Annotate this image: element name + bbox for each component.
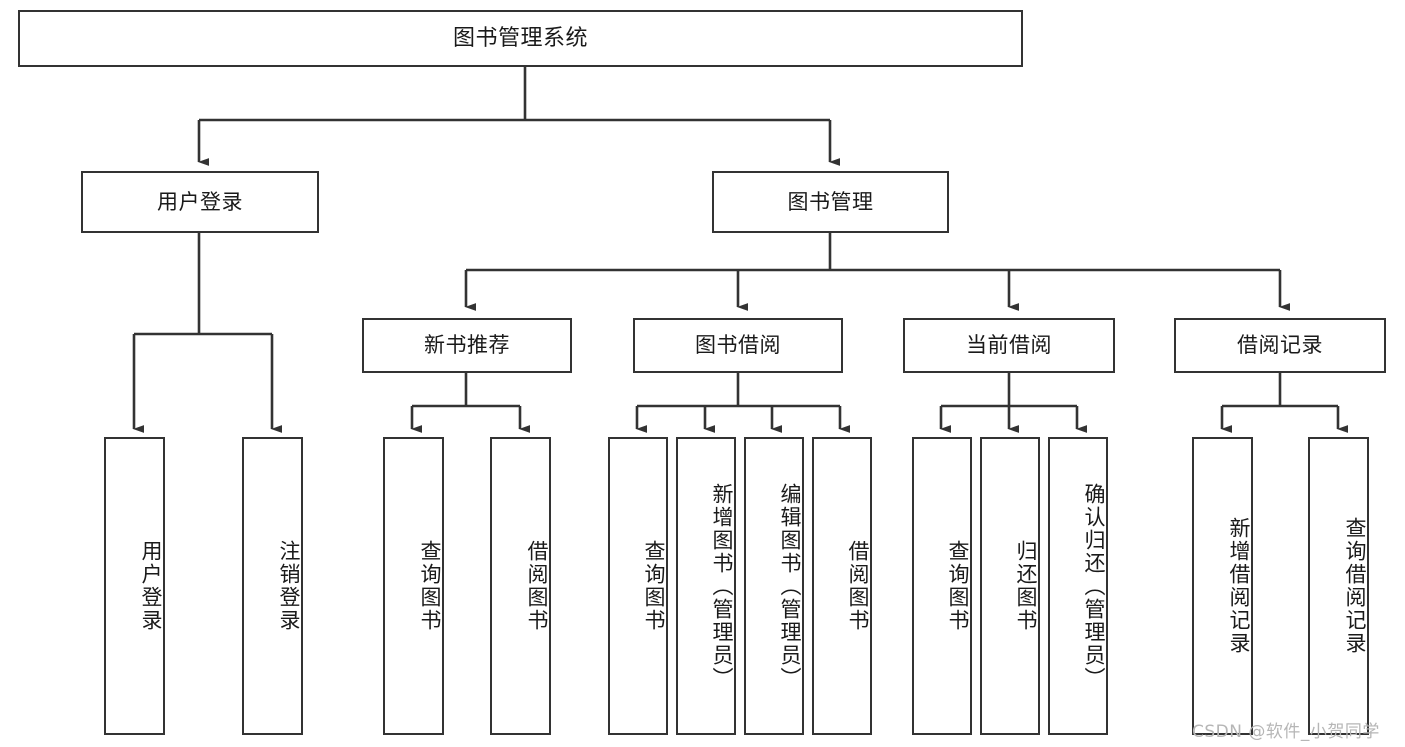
- leaf-confirm-return[interactable]: 确认归还（管理员）: [1048, 437, 1108, 735]
- leaf-query-record[interactable]: 查询借阅记录: [1308, 437, 1369, 735]
- leaf-add-book-label: 新增图书（管理员）: [710, 482, 734, 690]
- leaf-query-book-3[interactable]: 查询图书: [912, 437, 972, 735]
- node-borrow-record-label: 借阅记录: [1237, 333, 1323, 358]
- leaf-confirm-return-label: 确认归还（管理员）: [1082, 482, 1106, 690]
- node-user-login[interactable]: 用户登录: [81, 171, 319, 233]
- leaf-add-record[interactable]: 新增借阅记录: [1192, 437, 1253, 735]
- leaf-borrow-book-1-label: 借阅图书: [525, 540, 549, 632]
- node-borrow-record[interactable]: 借阅记录: [1174, 318, 1386, 373]
- leaf-return-book[interactable]: 归还图书: [980, 437, 1040, 735]
- leaf-query-record-label: 查询借阅记录: [1343, 517, 1367, 655]
- leaf-edit-book[interactable]: 编辑图书（管理员）: [744, 437, 804, 735]
- leaf-logout[interactable]: 注销登录: [242, 437, 303, 735]
- node-user-login-label: 用户登录: [157, 189, 243, 214]
- leaf-edit-book-label: 编辑图书（管理员）: [778, 482, 802, 690]
- node-book-borrow[interactable]: 图书借阅: [633, 318, 843, 373]
- leaf-logout-label: 注销登录: [277, 540, 301, 632]
- node-current-borrow-label: 当前借阅: [966, 333, 1052, 358]
- leaf-query-book-3-label: 查询图书: [946, 540, 970, 632]
- leaf-user-login[interactable]: 用户登录: [104, 437, 165, 735]
- leaf-query-book-2[interactable]: 查询图书: [608, 437, 668, 735]
- node-root[interactable]: 图书管理系统: [18, 10, 1023, 67]
- leaf-add-record-label: 新增借阅记录: [1227, 517, 1251, 655]
- node-root-label: 图书管理系统: [452, 25, 588, 51]
- node-current-borrow[interactable]: 当前借阅: [903, 318, 1115, 373]
- node-book-manage-label: 图书管理: [787, 189, 874, 214]
- leaf-add-book[interactable]: 新增图书（管理员）: [676, 437, 736, 735]
- leaf-user-login-label: 用户登录: [139, 540, 163, 632]
- node-book-borrow-label: 图书借阅: [695, 333, 781, 358]
- node-new-book-rec[interactable]: 新书推荐: [362, 318, 572, 373]
- leaf-borrow-book-2[interactable]: 借阅图书: [812, 437, 872, 735]
- leaf-query-book-2-label: 查询图书: [642, 540, 666, 632]
- leaf-query-book-1-label: 查询图书: [418, 540, 442, 632]
- csdn-watermark: CSDN @软件_小贺同学: [1192, 722, 1380, 742]
- node-new-book-rec-label: 新书推荐: [424, 333, 510, 358]
- leaf-borrow-book-2-label: 借阅图书: [846, 540, 870, 632]
- node-book-manage[interactable]: 图书管理: [712, 171, 949, 233]
- leaf-query-book-1[interactable]: 查询图书: [383, 437, 444, 735]
- leaf-return-book-label: 归还图书: [1014, 540, 1038, 632]
- leaf-borrow-book-1[interactable]: 借阅图书: [490, 437, 551, 735]
